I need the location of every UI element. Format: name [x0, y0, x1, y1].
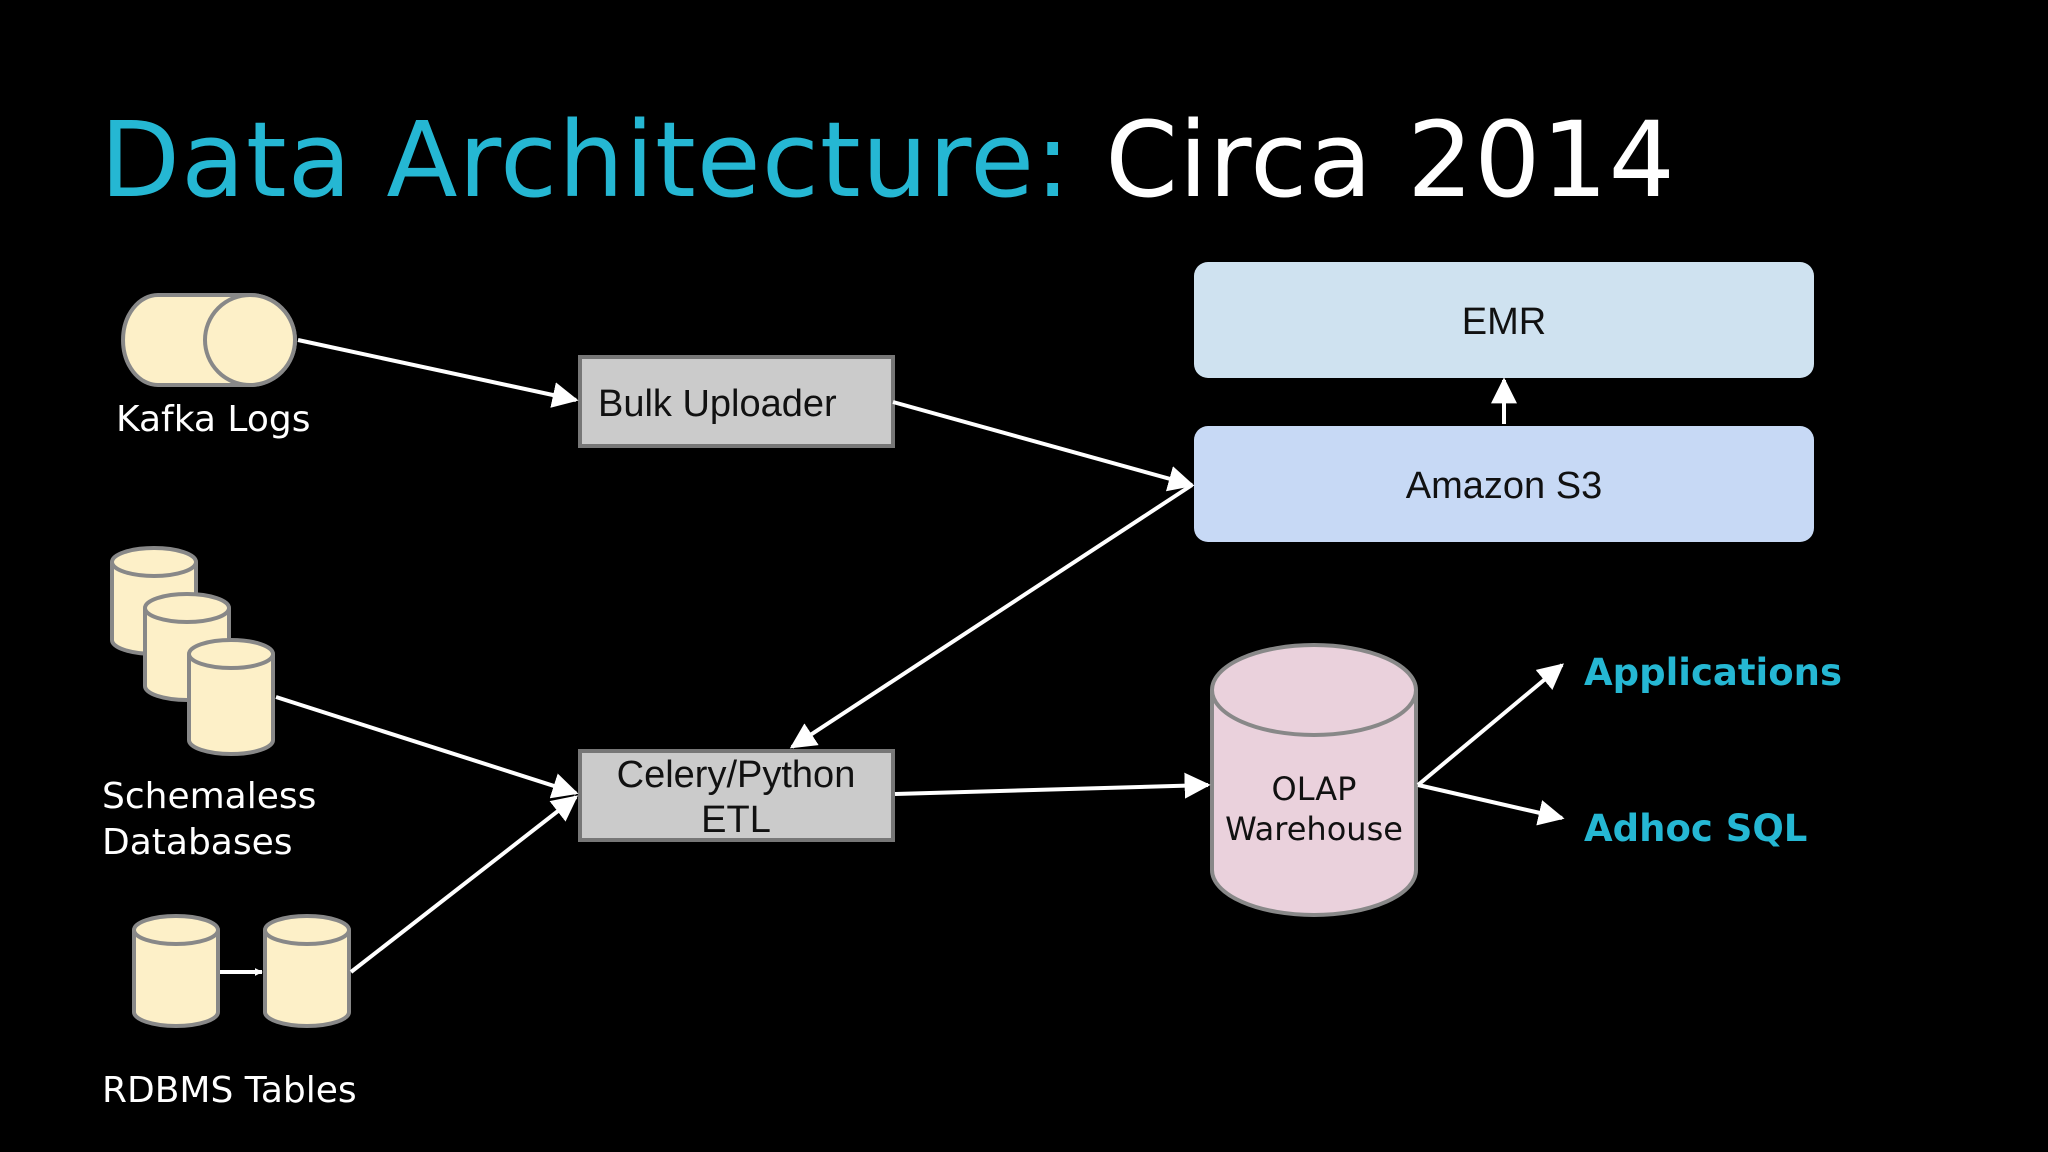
- schemaless-label-line2: Databases: [102, 822, 293, 863]
- arrow-kafka-to-bulk: [297, 338, 579, 408]
- kafka-logs-label: Kafka Logs: [116, 399, 310, 440]
- arrow-olap-to-adhoc-sql: [1417, 783, 1565, 826]
- etl-label-line1: Celery/Python: [617, 754, 856, 796]
- olap-warehouse-cylinder-icon: [1210, 643, 1418, 917]
- arrow-schemaless-to-etl: [275, 695, 579, 799]
- schemaless-label-line1: Schemaless: [102, 776, 316, 817]
- title-main: Circa 2014: [1105, 99, 1676, 221]
- arrow-etl-to-olap: [894, 772, 1211, 799]
- olap-label-line1: OLAP: [1272, 770, 1357, 808]
- title-accent: Data Architecture:: [100, 99, 1072, 221]
- arrow-olap-to-applications: [1416, 663, 1564, 787]
- arrow-s3-to-etl: [789, 483, 1194, 749]
- adhoc-sql-label: Adhoc SQL: [1584, 807, 1807, 850]
- schemaless-databases-cylinders-icon: [110, 546, 275, 756]
- page-title: Data Architecture: Circa 2014: [100, 100, 1676, 220]
- bulk-uploader-box: [578, 355, 895, 448]
- amazon-s3-box: [1194, 426, 1814, 542]
- arrow-rdbms-to-etl: [349, 795, 579, 974]
- kafka-logs-cylinder-icon: [121, 293, 297, 387]
- flow-arrows: [275, 338, 1565, 974]
- etl-box: [578, 749, 895, 842]
- amazon-s3-label: Amazon S3: [1406, 465, 1602, 507]
- etl-label-line2: ETL: [701, 799, 771, 841]
- emr-box: [1194, 262, 1814, 378]
- rdbms-tables-cylinders-icon: [132, 914, 351, 1028]
- bulk-uploader-label: Bulk Uploader: [598, 383, 837, 425]
- arrow-bulk-to-s3: [892, 400, 1195, 492]
- olap-label-line2: Warehouse: [1225, 810, 1403, 848]
- rdbms-tables-label: RDBMS Tables: [102, 1070, 357, 1111]
- applications-label: Applications: [1584, 651, 1842, 694]
- emr-label: EMR: [1462, 301, 1546, 343]
